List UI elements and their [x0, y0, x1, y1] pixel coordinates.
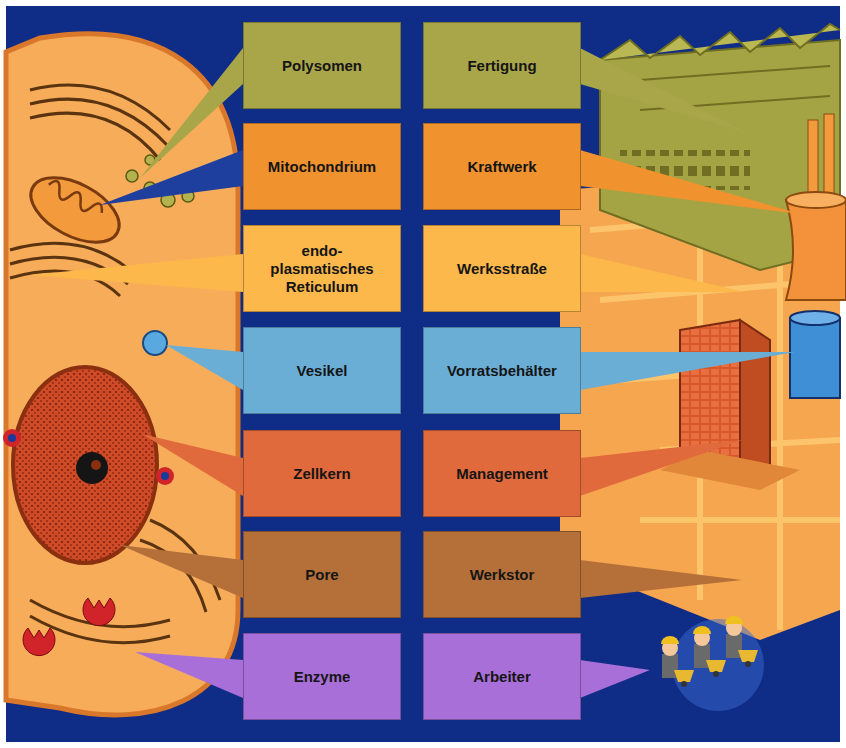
- background: [6, 6, 840, 742]
- analogy-box: Polysomen: [243, 22, 401, 109]
- box-label: Polysomen: [282, 57, 362, 75]
- cell-illustration: [3, 34, 238, 715]
- analogy-box: endo- plasmatisches Reticulum: [243, 225, 401, 312]
- box-label: Fertigung: [467, 57, 536, 75]
- box-label: endo- plasmatisches Reticulum: [250, 242, 394, 296]
- box-label: Mitochondrium: [268, 158, 376, 176]
- box-label: Vesikel: [297, 362, 348, 380]
- analogy-box: Werkstor: [423, 531, 581, 618]
- box-label: Enzyme: [294, 668, 351, 686]
- analogy-box: Fertigung: [423, 22, 581, 109]
- analogy-box: Kraftwerk: [423, 123, 581, 210]
- box-label: Vorratsbehälter: [447, 362, 557, 380]
- box-label: Pore: [305, 566, 338, 584]
- box-label: Zellkern: [293, 465, 351, 483]
- analogy-box: Vorratsbehälter: [423, 327, 581, 414]
- analogy-box: Werksstraße: [423, 225, 581, 312]
- analogy-box: Enzyme: [243, 633, 401, 720]
- box-label: Arbeiter: [473, 668, 531, 686]
- analogy-box: Vesikel: [243, 327, 401, 414]
- leader-lines: [30, 48, 800, 698]
- factory-illustration: [560, 24, 846, 640]
- analogy-box: Mitochondrium: [243, 123, 401, 210]
- box-label: Management: [456, 465, 548, 483]
- analogy-box: Arbeiter: [423, 633, 581, 720]
- box-label: Werksstraße: [457, 260, 547, 278]
- box-label: Werkstor: [470, 566, 535, 584]
- workers-illustration: [661, 616, 764, 711]
- analogy-box: Zellkern: [243, 430, 401, 517]
- box-label: Kraftwerk: [467, 158, 536, 176]
- analogy-box: Pore: [243, 531, 401, 618]
- analogy-box: Management: [423, 430, 581, 517]
